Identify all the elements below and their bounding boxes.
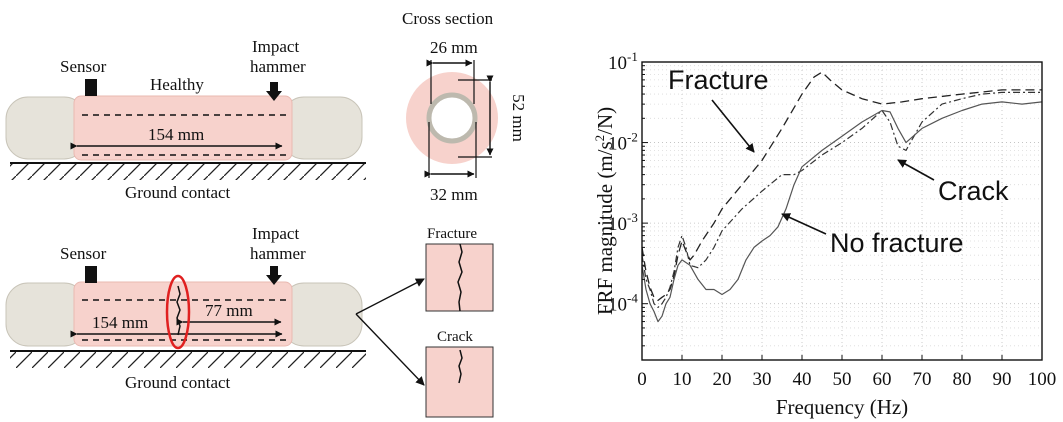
y-label-prefix: FRF magnitude (m/s	[593, 141, 617, 315]
x-axis-label: Frequency (Hz)	[776, 395, 908, 419]
cross-section: Cross section 26 mm 52 mm 32 mm	[402, 9, 528, 204]
x-tick-label: 40	[793, 369, 812, 390]
hammer-label-line2: hammer	[250, 244, 306, 263]
sensor-label: Sensor	[60, 244, 107, 263]
y-tick-exponent: -3	[627, 210, 638, 225]
series-line-no-fracture	[641, 101, 1043, 323]
hammer-label-line1: Impact	[252, 224, 299, 243]
annotation-fracture-arrow	[711, 99, 755, 153]
outer-dim-label: 32 mm	[430, 185, 478, 204]
arrow-to-crack-inset	[355, 313, 425, 386]
annotation-no-fracture: No fracture	[830, 228, 964, 258]
y-tick-base: 10	[608, 295, 627, 316]
fracture-inset-line	[457, 243, 463, 312]
length-label: 154 mm	[92, 313, 148, 332]
arrow-to-fracture-inset	[355, 278, 425, 315]
sensor-label: Sensor	[60, 57, 107, 76]
ground-contact-label: Ground contact	[125, 183, 231, 202]
bone-right-end	[281, 282, 363, 347]
y-tick-exponent: -2	[627, 130, 638, 145]
ground-hatch-top	[10, 163, 366, 180]
impact-hammer-arrow	[266, 266, 282, 285]
crack-inset: Crack	[425, 329, 494, 418]
hammer-label-line2: hammer	[250, 57, 306, 76]
series-line-fracture	[641, 71, 1042, 302]
bone-ring	[426, 92, 478, 144]
x-tick-label: 20	[713, 369, 732, 390]
sensor-block	[85, 266, 97, 283]
y-tick-exponent: -1	[627, 49, 638, 64]
impact-hammer-arrow	[266, 82, 282, 101]
x-tick-label: 60	[873, 369, 892, 390]
offset-label: 77 mm	[205, 301, 253, 320]
annotation-fracture: Fracture	[668, 65, 769, 95]
grid	[642, 62, 1042, 360]
length-label: 154 mm	[148, 125, 204, 144]
x-tick-label: 0	[637, 369, 647, 390]
x-tick-label: 100	[1028, 369, 1057, 390]
y-tick-label: 10-4	[608, 291, 638, 316]
fracture-inset-label: Fracture	[427, 226, 477, 242]
ground-contact-label: Ground contact	[125, 373, 231, 392]
ground-hatch-bottom	[10, 351, 366, 368]
sensor-block	[85, 79, 97, 96]
x-tick-label: 30	[753, 369, 772, 390]
hammer-label-line1: Impact	[252, 37, 299, 56]
y-tick-base: 10	[608, 53, 627, 74]
series-group	[641, 71, 1043, 323]
x-tick-label: 90	[993, 369, 1012, 390]
y-tick-label: 10-3	[608, 210, 638, 235]
crack-inset-line	[458, 349, 463, 384]
y-tick-exponent: -4	[627, 291, 638, 306]
y-label-suffix: /N)	[593, 107, 617, 135]
inner-dim-label: 26 mm	[430, 38, 478, 57]
x-tick-label: 10	[673, 369, 692, 390]
annotation-crack-arrow	[897, 159, 935, 181]
x-tick-label: 50	[833, 369, 852, 390]
healthy-model: Sensor Healthy Impact hammer 154 mm Grou…	[5, 37, 366, 202]
y-axis-label: FRF magnitude (m/s2/N)	[592, 107, 617, 315]
height-dim-label: 52 mm	[509, 94, 528, 142]
crack-inset-label: Crack	[437, 329, 473, 345]
damaged-model: Sensor Impact hammer 154 mm 77 mm Ground…	[5, 224, 366, 392]
y-label-sup: 2	[592, 135, 607, 142]
y-tick-base: 10	[608, 214, 627, 235]
x-tick-label: 70	[913, 369, 932, 390]
y-tick-label: 10-1	[608, 49, 638, 74]
series-line-crack	[641, 91, 1042, 308]
y-tick-base: 10	[608, 134, 627, 155]
fracture-inset: Fracture	[425, 226, 494, 312]
healthy-label: Healthy	[150, 75, 204, 94]
annotation-crack: Crack	[938, 176, 1009, 206]
y-tick-label: 10-2	[608, 130, 638, 155]
fracture-highlight-ellipse	[165, 274, 191, 350]
x-tick-label: 80	[953, 369, 972, 390]
fracture-line	[176, 285, 181, 336]
bone-right-end	[281, 96, 363, 160]
cross-section-title: Cross section	[402, 9, 494, 28]
annotation-no-fracture-arrow	[781, 213, 827, 235]
